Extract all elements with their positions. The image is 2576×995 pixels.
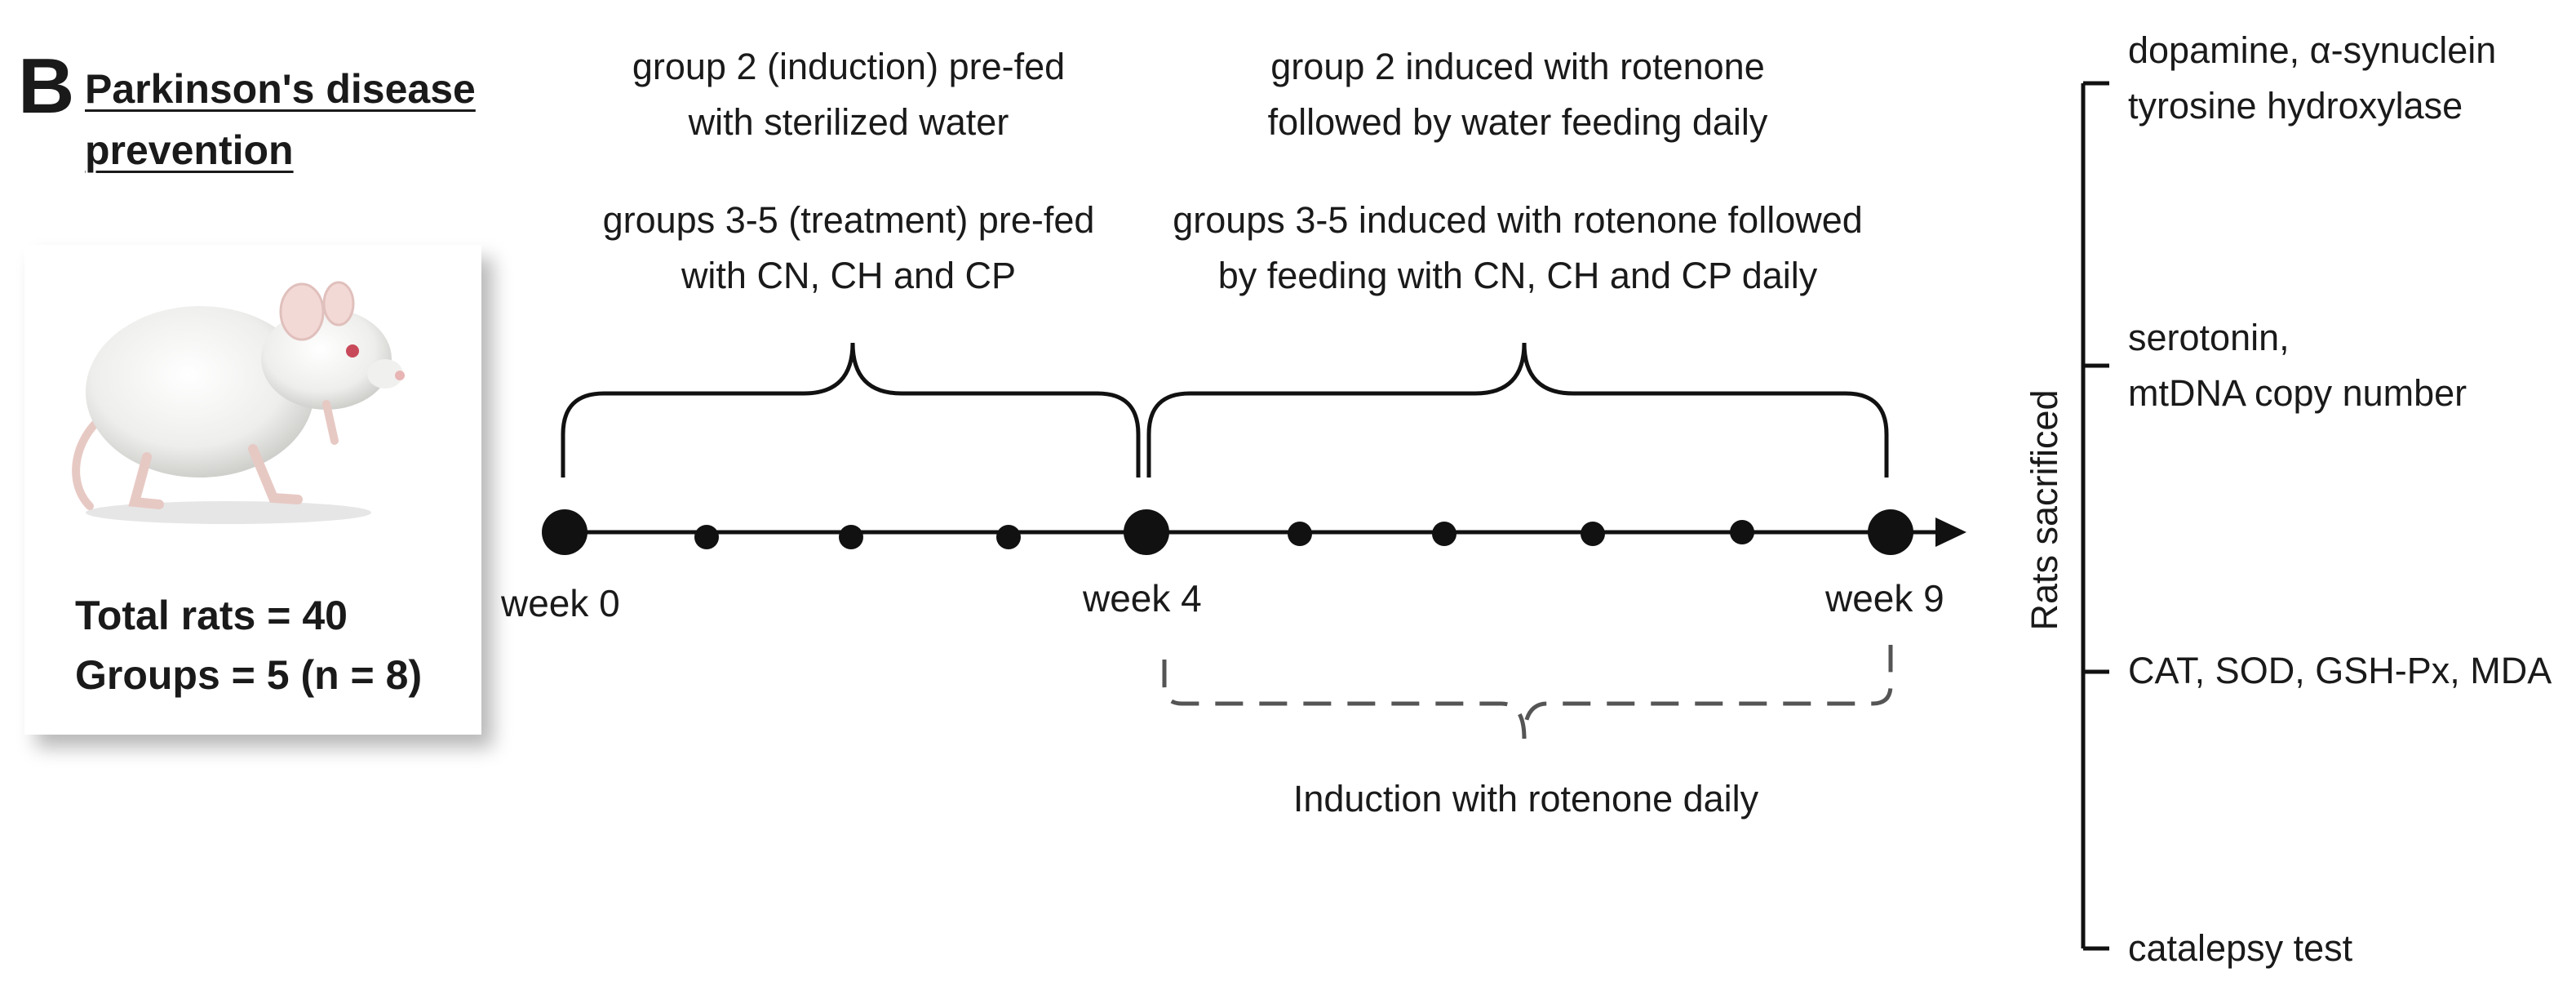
week-1-dot	[694, 525, 719, 549]
timeline-arrowhead	[1935, 517, 1966, 547]
title-line-2: prevention	[85, 127, 294, 173]
panel-letter: B	[18, 42, 75, 130]
groups-text: Groups = 5 (n = 8)	[75, 651, 423, 698]
rats-sacrificed-label: Rats sacrificed	[2024, 389, 2065, 631]
rotenone-note: Induction with rotenone daily	[1292, 778, 1759, 820]
week-2-dot	[839, 525, 863, 549]
week-6-dot	[1432, 522, 1456, 546]
week-0-label: week 0	[501, 582, 620, 624]
outcome-item-2-line-1: serotonin,	[2128, 317, 2290, 358]
rat-stats: Total rats = 40 Groups = 5 (n = 8)	[75, 586, 422, 704]
outcome-item-2-line-2: mtDNA copy number	[2128, 371, 2467, 414]
outcome-item-oxidative-markers: CAT, SOD, GSH-Px, MDA	[2128, 650, 2552, 691]
outcome-item-catalepsy: catalepsy test	[2128, 927, 2353, 969]
week-3-dot	[996, 525, 1021, 549]
prefeeding-group2-line-2: with sterilized water	[688, 100, 1009, 143]
total-rats-text: Total rats = 40	[75, 593, 348, 638]
prefeeding-group2-text: group 2 (induction) pre-fed with sterili…	[530, 39, 1167, 149]
outcome-item-neurotransmitters: dopamine, α-synuclein tyrosine hydroxyla…	[2128, 23, 2496, 133]
induction-groups35-line-2: by feeding with CN, CH and CP daily	[1217, 254, 1818, 296]
week-5-dot	[1288, 522, 1312, 546]
induction-brace	[1146, 342, 1889, 478]
outcome-item-1-line-2: tyrosine hydroxylase	[2128, 84, 2463, 127]
week-4-label: week 4	[1083, 577, 1202, 620]
induction-groups35-text: groups 3-5 induced with rotenone followe…	[1142, 193, 1893, 303]
week-4-dot	[1124, 509, 1169, 555]
title-line-1: Parkinson's disease	[85, 66, 476, 112]
prefeeding-groups35-text: groups 3-5 (treatment) pre-fed with CN, …	[530, 193, 1167, 303]
rat-icon	[72, 281, 405, 524]
induction-group2-line-2: followed by water feeding daily	[1267, 100, 1768, 143]
outcome-item-1-line-1: dopamine, α-synuclein	[2128, 29, 2497, 71]
week-7-dot	[1581, 522, 1605, 546]
rat-image	[57, 237, 416, 531]
induction-group2-text: group 2 induced with rotenone followed b…	[1142, 39, 1893, 149]
outcome-item-serotonin: serotonin, mtDNA copy number	[2128, 310, 2467, 420]
rotenone-dashed-bracket	[1162, 645, 1893, 740]
prefeeding-group2-line-1: group 2 (induction) pre-fed	[632, 46, 1066, 87]
induction-groups35-line-1: groups 3-5 induced with rotenone followe…	[1173, 199, 1863, 241]
induction-group2-line-1: group 2 induced with rotenone	[1270, 46, 1765, 87]
week-9-label: week 9	[1825, 577, 1944, 620]
prefeeding-groups35-line-1: groups 3-5 (treatment) pre-fed	[602, 199, 1095, 241]
week-0-dot	[542, 509, 587, 555]
week-8-dot	[1730, 520, 1754, 544]
diagram-title: Parkinson's disease prevention	[85, 59, 476, 181]
week-9-dot	[1868, 509, 1913, 555]
prefeeding-brace	[561, 342, 1141, 478]
prefeeding-groups35-line-2: with CN, CH and CP	[681, 254, 1017, 296]
